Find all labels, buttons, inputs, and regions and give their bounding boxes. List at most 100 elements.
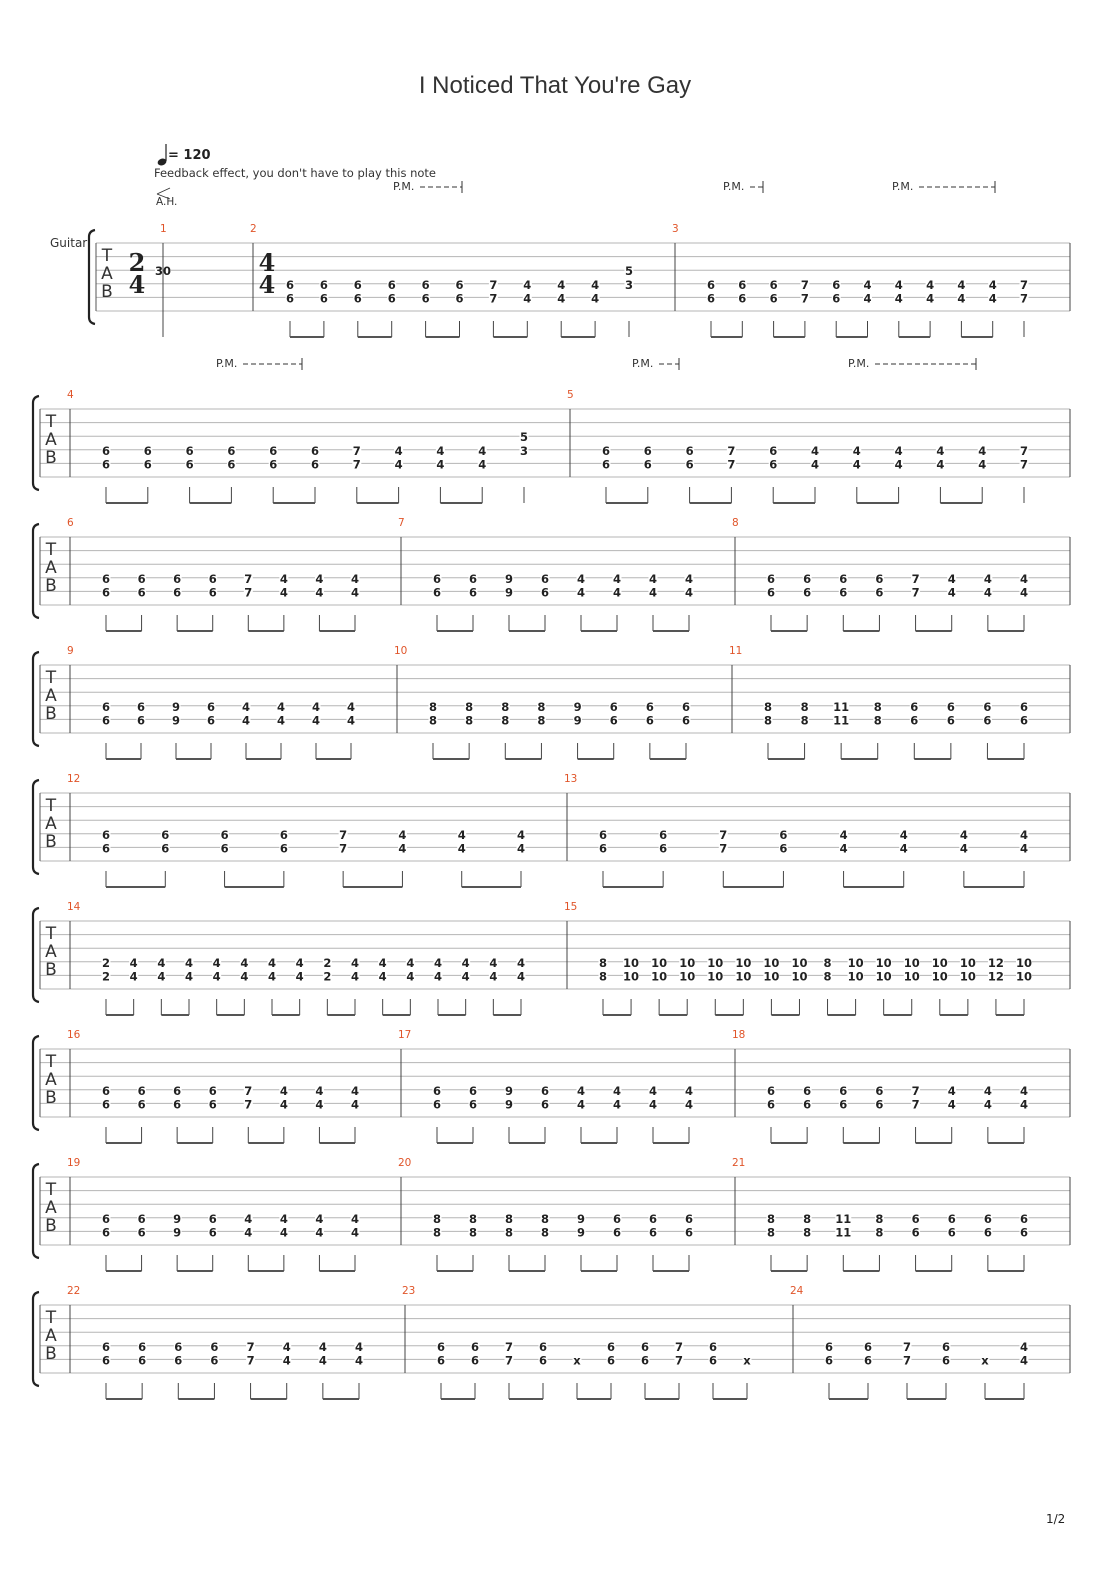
- fret-background: [350, 957, 360, 968]
- fret-number: 6: [102, 1340, 110, 1354]
- fret-number: 6: [161, 828, 169, 842]
- fret-background: [863, 293, 872, 304]
- fret-number: 6: [839, 572, 847, 586]
- harmonic-label: A.H.: [156, 196, 177, 208]
- system-bracket: [31, 778, 40, 876]
- fret-number: 6: [539, 1353, 547, 1367]
- fret-background: [504, 1355, 514, 1366]
- fret-number: 6: [707, 278, 715, 292]
- fret-number: 6: [825, 1340, 833, 1354]
- fret-background: [802, 1227, 812, 1238]
- fret-background: [156, 971, 166, 982]
- fret-background: [354, 1355, 364, 1366]
- fret-background: [681, 715, 691, 726]
- fret-background: [847, 971, 864, 982]
- fret-background: [911, 1213, 921, 1224]
- fret-number: 6: [767, 585, 775, 599]
- fret-number: 4: [398, 828, 406, 842]
- fret-number: 6: [320, 278, 328, 292]
- fret-background: [983, 1213, 993, 1224]
- fret-background: [609, 715, 619, 726]
- fret-number: 6: [803, 1084, 811, 1098]
- fret-number: 4: [157, 969, 165, 983]
- fret-background: [648, 1213, 658, 1224]
- fret-background: [322, 957, 332, 968]
- fret-number: 6: [1020, 713, 1028, 727]
- fret-number: 6: [269, 444, 277, 458]
- fret-background: [468, 1227, 478, 1238]
- fret-background: [823, 957, 833, 968]
- fret-number: 6: [469, 1097, 477, 1111]
- fret-number: 6: [422, 278, 430, 292]
- fret-number: 8: [541, 1212, 549, 1226]
- fret-background: [598, 829, 608, 840]
- fret-number: 6: [839, 585, 847, 599]
- fret-background: [956, 279, 966, 290]
- fret-number: 6: [137, 700, 145, 714]
- fret-number: 6: [173, 1097, 181, 1111]
- fret-number: 8: [764, 700, 772, 714]
- fret-number: 7: [727, 444, 735, 458]
- fret-background: [947, 1085, 957, 1096]
- measure-number: 10: [394, 645, 407, 657]
- fret-background: [833, 701, 850, 712]
- fret-background: [318, 1341, 328, 1352]
- fret-number: 10: [763, 969, 779, 983]
- fret-number: 6: [839, 1097, 847, 1111]
- fret-number: 4: [1020, 1084, 1028, 1098]
- fret-number: 6: [738, 278, 746, 292]
- fret-background: [983, 1099, 993, 1110]
- fret-number: 4: [989, 291, 997, 305]
- fret-background: [137, 1341, 147, 1352]
- fret-number: 6: [437, 1353, 445, 1367]
- fret-background: [874, 573, 884, 584]
- fret-background: [894, 293, 904, 304]
- fret-number: 6: [455, 291, 463, 305]
- fret-number: 4: [312, 713, 320, 727]
- tab-clef-t: T: [45, 540, 57, 560]
- song-title: I Noticed That You're Gay: [418, 72, 692, 99]
- fret-number: 6: [767, 572, 775, 586]
- fret-background: [461, 957, 471, 968]
- page-number: 1/2: [1046, 1512, 1066, 1526]
- fret-number: 4: [351, 1097, 359, 1111]
- fret-number: 7: [489, 278, 497, 292]
- fret-number: 6: [144, 444, 152, 458]
- fret-number: 6: [102, 457, 110, 471]
- fret-number: 6: [803, 572, 811, 586]
- fret-number: 4: [268, 956, 276, 970]
- fret-number: 6: [138, 1225, 146, 1239]
- fret-number: 6: [1020, 1225, 1028, 1239]
- fret-number: x: [573, 1353, 581, 1367]
- fret-background: [488, 957, 498, 968]
- fret-number: 7: [801, 291, 809, 305]
- fret-background: [874, 587, 884, 598]
- fret-background: [101, 445, 111, 456]
- fret-number: 8: [764, 713, 772, 727]
- fret-background: [911, 1085, 921, 1096]
- fret-number: 7: [903, 1340, 911, 1354]
- fret-background: [763, 957, 780, 968]
- fret-number: 6: [102, 1212, 110, 1226]
- fret-number: 4: [649, 585, 657, 599]
- palm-mute-label: P.M.: [632, 357, 653, 370]
- fret-background: [208, 1213, 218, 1224]
- fret-number: 7: [912, 1084, 920, 1098]
- fret-number: 6: [210, 1340, 218, 1354]
- fret-number: 6: [227, 444, 235, 458]
- fret-number: 4: [351, 585, 359, 599]
- fret-number: 6: [102, 841, 110, 855]
- fret-background: [684, 1099, 694, 1110]
- fret-background: [101, 715, 111, 726]
- fret-background: [519, 432, 529, 443]
- fret-background: [863, 279, 872, 290]
- fret-number: 8: [803, 1225, 811, 1239]
- fret-background: [522, 293, 532, 304]
- fret-number: 4: [960, 841, 968, 855]
- fret-number: 7: [244, 572, 252, 586]
- fret-background: [468, 1099, 478, 1110]
- fret-number: 9: [173, 1225, 181, 1239]
- fret-number: 6: [437, 1340, 445, 1354]
- fret-number: 4: [406, 956, 414, 970]
